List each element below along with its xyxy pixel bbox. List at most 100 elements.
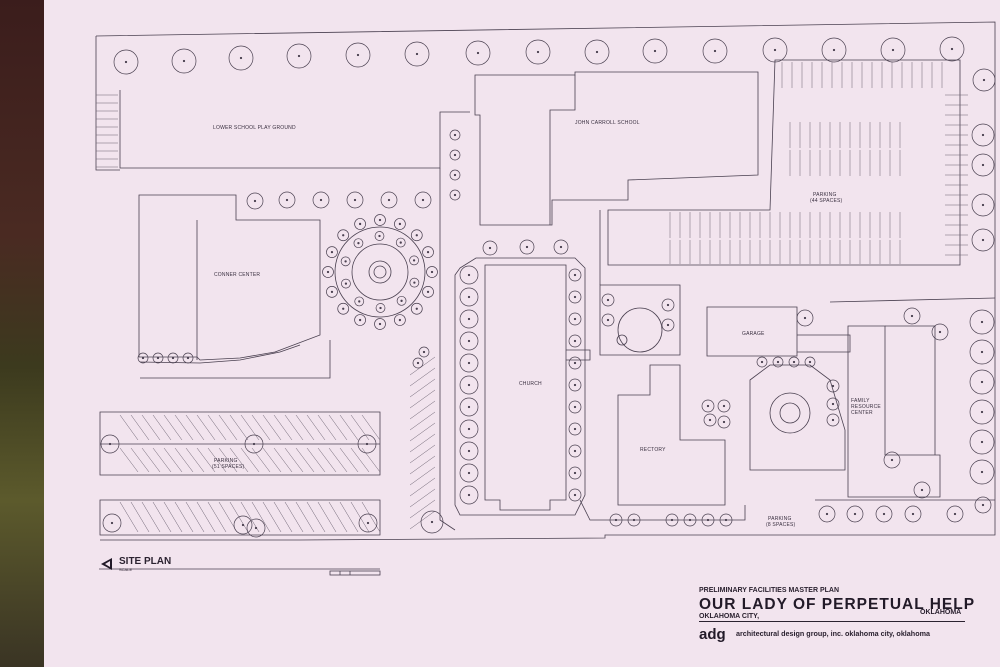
tree-symbol bbox=[601, 293, 615, 307]
tree-symbol bbox=[409, 277, 420, 288]
tree-symbol bbox=[553, 239, 569, 255]
tree-symbol bbox=[286, 43, 312, 69]
tree-symbol bbox=[719, 513, 733, 527]
tree-symbol bbox=[152, 352, 164, 364]
tree-symbol bbox=[394, 314, 406, 326]
label-parking-south: PARKING bbox=[768, 516, 792, 522]
tree-symbol bbox=[826, 397, 840, 411]
tree-symbol bbox=[375, 303, 386, 313]
tree-symbol bbox=[278, 191, 296, 209]
tree-symbol bbox=[568, 444, 582, 458]
label-lower-playground: LOWER SCHOOL PLAY GROUND bbox=[213, 125, 296, 131]
tree-symbol bbox=[322, 266, 334, 278]
tree-symbol bbox=[568, 400, 582, 414]
tree-symbol bbox=[449, 169, 461, 181]
tree-symbol bbox=[904, 505, 922, 523]
tree-symbol bbox=[410, 302, 423, 315]
tree-symbol bbox=[826, 379, 840, 393]
label-parking-south-count: (8 SPACES) bbox=[766, 522, 796, 528]
tree-symbol bbox=[246, 192, 264, 210]
tree-symbol bbox=[409, 255, 419, 266]
tree-symbol bbox=[826, 413, 840, 427]
garden-court bbox=[749, 364, 846, 471]
label-garage: GARAGE bbox=[742, 331, 765, 337]
title-block-rule bbox=[699, 621, 965, 622]
tree-symbol bbox=[449, 129, 461, 141]
tree-symbol bbox=[354, 296, 365, 307]
tree-symbol bbox=[326, 286, 338, 298]
tree-symbol bbox=[661, 298, 675, 312]
rectory bbox=[617, 364, 726, 506]
tree-symbol bbox=[346, 191, 364, 209]
tree-symbol bbox=[233, 515, 253, 535]
tree-symbol bbox=[971, 123, 995, 147]
tree-symbol bbox=[969, 459, 995, 485]
label-parking-west-count: (51 SPACES) bbox=[212, 464, 245, 470]
parking-lot-north bbox=[607, 59, 961, 266]
tree-symbol bbox=[396, 295, 407, 306]
tree-symbol bbox=[519, 239, 535, 255]
tree-symbol bbox=[410, 229, 423, 242]
tree-symbol bbox=[913, 481, 931, 499]
tree-symbol bbox=[137, 352, 149, 364]
label-john-carroll: JOHN CARROLL SCHOOL bbox=[575, 120, 640, 126]
site-plan-title: SITE PLAN bbox=[119, 556, 172, 567]
tree-symbol bbox=[568, 378, 582, 392]
tree-symbol bbox=[354, 314, 366, 326]
tree-symbol bbox=[568, 290, 582, 304]
tree-symbol bbox=[449, 149, 461, 161]
tree-symbol bbox=[459, 309, 479, 329]
church bbox=[484, 264, 567, 511]
title-block-city: OKLAHOMA CITY, bbox=[699, 613, 760, 620]
tree-symbol bbox=[880, 37, 906, 63]
street-edge-west bbox=[95, 36, 120, 171]
site-plan-scale: SCALE bbox=[119, 567, 133, 572]
tree-symbol bbox=[246, 518, 266, 538]
tree-symbol bbox=[969, 429, 995, 455]
tree-symbol bbox=[337, 229, 350, 242]
tree-symbol bbox=[358, 513, 378, 533]
tree-symbol bbox=[972, 68, 996, 92]
tree-symbol bbox=[702, 38, 728, 64]
firm-name: architectural design group, inc. oklahom… bbox=[736, 629, 930, 638]
tree-symbol bbox=[459, 287, 479, 307]
label-parking-north: PARKING bbox=[813, 192, 837, 198]
tree-symbol bbox=[772, 356, 784, 368]
tree-symbol bbox=[568, 356, 582, 370]
tree-symbol bbox=[601, 313, 615, 327]
tree-symbol bbox=[804, 356, 816, 368]
tree-symbol bbox=[717, 415, 731, 429]
label-parking-west: PARKING bbox=[214, 458, 238, 464]
tree-symbol bbox=[969, 399, 995, 425]
tree-symbol bbox=[418, 346, 430, 358]
tree-symbol bbox=[244, 434, 264, 454]
tree-symbol bbox=[969, 369, 995, 395]
tree-symbol bbox=[228, 45, 254, 71]
tree-symbol bbox=[312, 191, 330, 209]
tree-symbol bbox=[971, 193, 995, 217]
tree-symbol bbox=[568, 268, 582, 282]
label-rectory: RECTORY bbox=[640, 447, 666, 453]
plaza-fountain bbox=[334, 226, 426, 318]
tree-symbol bbox=[337, 302, 350, 315]
tree-symbol bbox=[717, 399, 731, 413]
tree-symbol bbox=[353, 238, 364, 249]
tree-symbol bbox=[412, 357, 424, 369]
tree-symbol bbox=[426, 266, 438, 278]
garage bbox=[706, 306, 798, 357]
tree-symbol bbox=[459, 353, 479, 373]
tree-symbol bbox=[459, 463, 479, 483]
tree-symbol bbox=[404, 41, 430, 67]
tree-symbol bbox=[167, 352, 179, 364]
tree-symbol bbox=[414, 191, 432, 209]
title-block-state: OKLAHOMA bbox=[920, 609, 962, 616]
tree-symbol bbox=[326, 246, 338, 258]
tree-symbol bbox=[821, 37, 847, 63]
tree-symbol bbox=[969, 309, 995, 335]
tree-symbol bbox=[974, 496, 992, 514]
tree-symbol bbox=[703, 413, 717, 427]
tree-symbol bbox=[903, 307, 921, 325]
tree-symbol bbox=[182, 352, 194, 364]
tree-symbol bbox=[113, 49, 139, 75]
